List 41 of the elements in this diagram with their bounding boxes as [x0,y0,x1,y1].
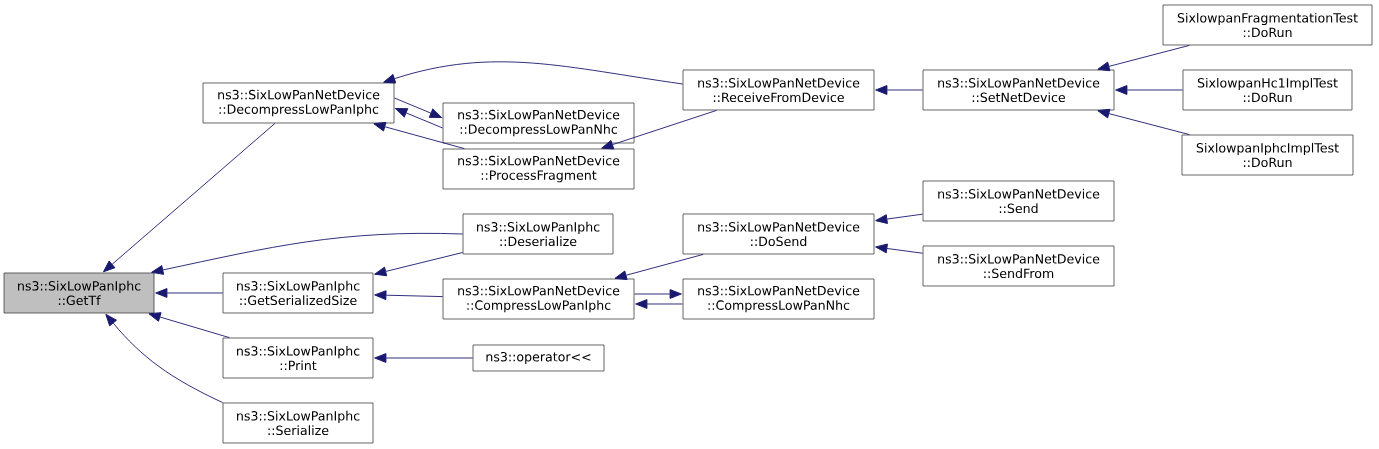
arrow [148,312,230,339]
function-box: ns3::SixLowPanNetDevice ::DecompressLowPanIphc [202,82,395,124]
arrow [151,232,464,275]
function-box: SixlowpanHc1ImplTest ::DoRun [1182,69,1353,111]
arrow [614,253,704,281]
function-box: ns3::operator<< [472,344,605,372]
arrow [383,61,684,85]
arrow [373,121,465,150]
arrow [601,109,717,150]
arrow [374,252,464,277]
arrow [1115,85,1184,95]
arrow [875,243,924,254]
function-box: ns3::SixLowPanIphc ::Serialize [222,402,374,444]
arrow [374,353,474,363]
arrow [395,108,444,129]
function-box: ns3::SixLowPanNetDevice ::DecompressLowPanNhc [442,102,635,144]
arrow [875,213,924,224]
function-box: ns3::SixLowPanIphc ::Deserialize [462,213,614,255]
highlighted-function-box: ns3::SixLowPanIphc ::GetTf [3,272,155,314]
arrow [635,299,684,309]
function-box: ns3::SixLowPanNetDevice ::Send [922,180,1115,222]
arrow [1097,44,1190,72]
function-box: SixlowpanIphcImplTest ::DoRun [1181,134,1354,176]
arrow [374,290,444,301]
function-box: ns3::SixLowPanIphc ::Print [222,337,374,379]
arrow [105,313,224,404]
arrow [155,288,224,298]
function-box: ns3::SixLowPanNetDevice ::ReceiveFromDevice [682,69,875,111]
function-box: SixlowpanFragmentationTest ::DoRun [1162,4,1373,46]
arrow [1097,108,1190,136]
function-box: ns3::SixLowPanNetDevice ::SendFrom [922,245,1115,287]
function-box: ns3::SixLowPanIphc ::GetSerializedSize [222,272,374,314]
arrow [875,85,924,95]
function-box: ns3::SixLowPanNetDevice ::CompressLowPanIphc [442,278,635,320]
function-box: ns3::SixLowPanNetDevice ::CompressLowPanNhc [682,278,875,320]
arrow [633,289,682,299]
function-box: ns3::SixLowPanNetDevice ::ProcessFragment [442,148,635,190]
arrow [103,122,276,273]
function-box: ns3::SixLowPanNetDevice ::SetNetDevice [922,69,1115,111]
arrow [393,97,442,118]
function-box: ns3::SixLowPanNetDevice ::DoSend [682,213,875,255]
